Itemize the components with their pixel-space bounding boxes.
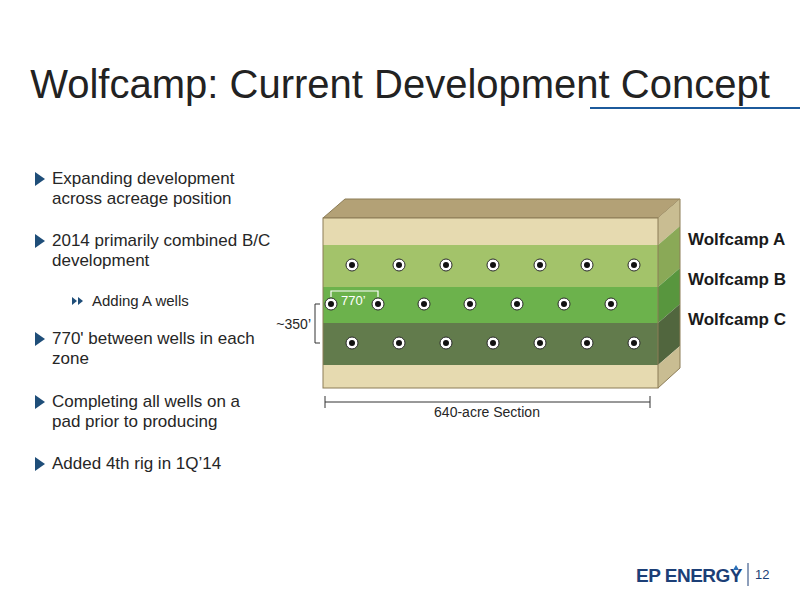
spacing-dimension: 770’	[341, 293, 366, 308]
footer-divider	[748, 563, 749, 586]
well-dot-core	[537, 340, 543, 346]
well-dot	[628, 259, 640, 271]
well-dot	[372, 298, 384, 310]
layer-name: Wolfcamp C	[688, 310, 786, 330]
well-dot	[534, 259, 546, 271]
well-dot	[487, 337, 499, 349]
company-logo: EP ENERGY	[636, 565, 742, 587]
well-dot-core	[561, 301, 567, 307]
page-number: 12	[755, 567, 769, 582]
bullet-text: Completing all wells on a pad prior to p…	[52, 392, 272, 432]
bullet-text: 770' between wells in each zone	[52, 329, 272, 369]
well-dot	[581, 259, 593, 271]
vertical-dimension: ~350’	[276, 316, 311, 332]
well-dot	[346, 259, 358, 271]
well-dot-core	[608, 301, 614, 307]
well-dot-core	[490, 262, 496, 268]
well-dot-core	[514, 301, 520, 307]
well-dot-core	[443, 262, 449, 268]
well-dot-core	[328, 301, 334, 307]
well-dot	[581, 337, 593, 349]
well-dot	[325, 298, 337, 310]
well-dot	[440, 337, 452, 349]
title-rule	[590, 107, 800, 109]
well-dot	[511, 298, 523, 310]
vertical-bracket	[315, 304, 320, 343]
layer-name: Wolfcamp A	[688, 230, 785, 250]
well-dot-core	[467, 301, 473, 307]
well-dot	[628, 337, 640, 349]
well-dot-core	[349, 262, 355, 268]
layer-name: Wolfcamp B	[688, 270, 786, 290]
well-dot	[558, 298, 570, 310]
well-dot-core	[396, 340, 402, 346]
well-dot-core	[584, 340, 590, 346]
well-dot	[418, 298, 430, 310]
well-dot-core	[349, 340, 355, 346]
well-dot-core	[443, 340, 449, 346]
rock-block	[323, 199, 680, 388]
sub-bullet-text: Adding A wells	[92, 291, 272, 311]
well-dot-core	[584, 262, 590, 268]
well-dot-core	[537, 262, 543, 268]
well-dot	[393, 259, 405, 271]
slide-title: Wolfcamp: Current Development Concept	[0, 62, 800, 107]
well-dot	[440, 259, 452, 271]
well-dot	[487, 259, 499, 271]
well-dot-core	[631, 262, 637, 268]
well-dot-core	[396, 262, 402, 268]
well-dot	[534, 337, 546, 349]
section-dimension: 640-acre Section	[431, 404, 543, 420]
well-dot-core	[490, 340, 496, 346]
well-dot	[605, 298, 617, 310]
bullet-text: 2014 primarily combined B/C development	[52, 231, 272, 271]
well-dot-core	[375, 301, 381, 307]
well-dot-core	[421, 301, 427, 307]
bullet-text: Added 4th rig in 1Q’14	[52, 454, 272, 474]
well-dots	[325, 259, 640, 349]
well-dot-core	[631, 340, 637, 346]
bullet-text: Expanding development across acreage pos…	[52, 169, 272, 209]
well-dot	[393, 337, 405, 349]
well-dot	[464, 298, 476, 310]
well-dot	[346, 337, 358, 349]
